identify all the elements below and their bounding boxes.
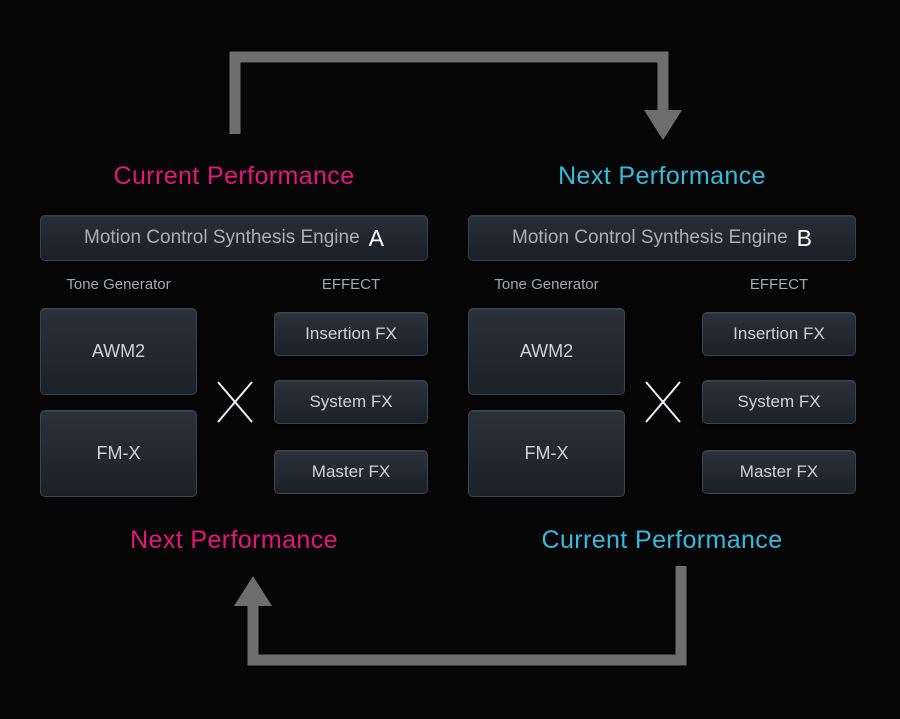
fm-x-box: FM-X xyxy=(468,410,625,497)
loop-arrow-top xyxy=(229,51,682,140)
master-fx-box: Master FX xyxy=(274,450,428,494)
engine-letter: A xyxy=(368,224,384,251)
engine-name-label: Motion Control Synthesis Engine xyxy=(512,227,788,248)
insertion-fx-box: Insertion FX xyxy=(274,312,428,356)
fm-x-box: FM-X xyxy=(40,410,197,497)
effect-label: EFFECT xyxy=(749,276,809,293)
system-fx-box: System FX xyxy=(274,380,428,424)
synthesis-engine-box: Motion Control Synthesis Engine B xyxy=(468,215,856,261)
tone-generator-label: Tone Generator xyxy=(66,276,171,293)
performance-panel-b: Next Performance Motion Control Synthesi… xyxy=(468,150,856,580)
engine-name-label: Motion Control Synthesis Engine xyxy=(84,227,360,248)
system-fx-box: System FX xyxy=(702,380,856,424)
down-arrowhead-icon xyxy=(644,110,682,140)
multiply-icon xyxy=(217,381,253,423)
top-performance-label: Current Performance xyxy=(113,162,355,190)
tone-generator-label: Tone Generator xyxy=(494,276,599,293)
loop-arrow-bottom xyxy=(234,566,687,666)
synthesis-engine-box: Motion Control Synthesis Engine A xyxy=(40,215,428,261)
awm2-box: AWM2 xyxy=(468,308,625,395)
master-fx-box: Master FX xyxy=(702,450,856,494)
bottom-performance-label: Next Performance xyxy=(130,526,338,554)
up-arrowhead-icon xyxy=(234,576,272,606)
effect-label: EFFECT xyxy=(321,276,381,293)
engine-letter: B xyxy=(796,224,812,251)
bottom-performance-label: Current Performance xyxy=(541,526,783,554)
top-performance-label: Next Performance xyxy=(558,162,766,190)
multiply-icon xyxy=(645,381,681,423)
performance-panel-a: Current Performance Motion Control Synth… xyxy=(40,150,428,580)
awm2-box: AWM2 xyxy=(40,308,197,395)
insertion-fx-box: Insertion FX xyxy=(702,312,856,356)
